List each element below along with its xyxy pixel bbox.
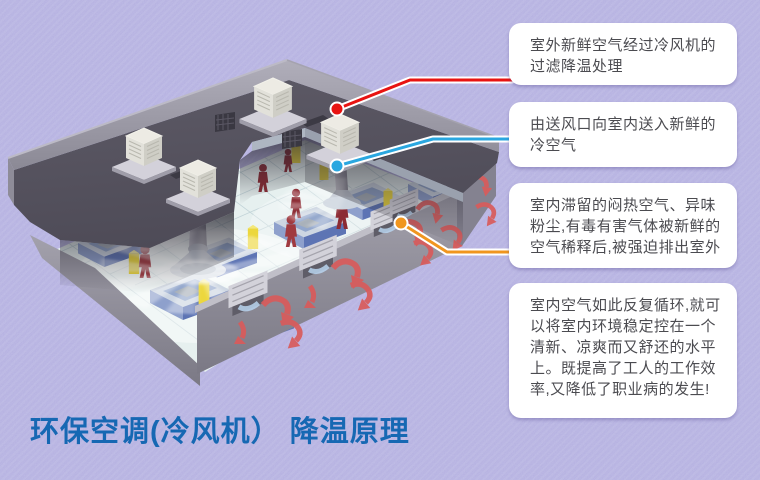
callout-exhaust-air: 室内滞留的闷热空气、异味粉尘,有毒有害气体被新鲜的空气稀释后,被强迫排出室外 [509, 183, 737, 268]
callout-markers [329, 101, 409, 231]
callout-lines [333, 76, 516, 256]
orange-dot [393, 215, 409, 231]
page-title: 环保空调(冷风机） 降温原理 [30, 416, 410, 448]
callout-text-3: 室内滞留的闷热空气、异味粉尘,有毒有害气体被新鲜的空气稀释后,被强迫排出室外 [530, 197, 721, 256]
callout-text-2: 由送风口向室内送入新鲜的冷空气 [530, 116, 717, 154]
callout-fresh-air-intake: 室外新鲜空气经过冷风机的过滤降温处理 [509, 23, 737, 85]
cyan-dot [329, 158, 345, 174]
callout-text-4: 室内空气如此反复循环,就可以将室内环境稳定控在一个清新、凉爽而又舒还的水平上。既… [530, 297, 721, 398]
callout-line-cyan [335, 137, 514, 168]
callout-line-orange [399, 221, 514, 254]
callout-line-red [335, 78, 514, 111]
callout-supply-air: 由送风口向室内送入新鲜的冷空气 [509, 102, 737, 167]
callout-text-1: 室外新鲜空气经过冷风机的过滤降温处理 [530, 37, 717, 75]
callout-circulation: 室内空气如此反复循环,就可以将室内环境稳定控在一个清新、凉爽而又舒还的水平上。既… [509, 283, 737, 418]
red-dot [329, 101, 345, 117]
